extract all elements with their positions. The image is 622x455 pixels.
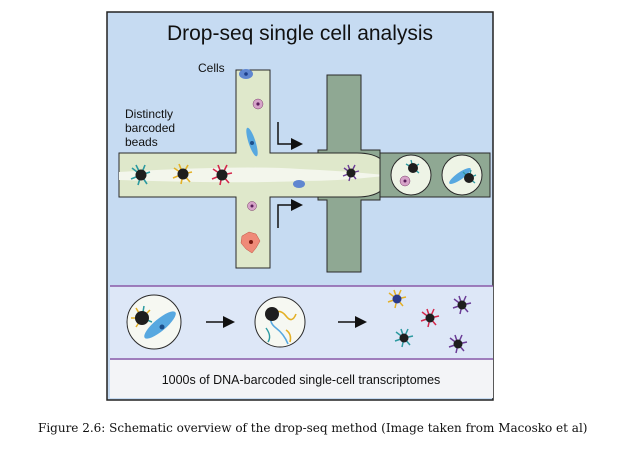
bead-icon xyxy=(420,308,440,328)
cell-icon xyxy=(449,168,471,184)
transcriptome-beads xyxy=(387,289,472,354)
droplet-icon xyxy=(126,294,182,350)
beads-label-line1: Distinctly xyxy=(125,107,173,121)
cell-icon xyxy=(293,180,305,188)
bead-icon xyxy=(394,328,414,348)
figure-title: Drop-seq single cell analysis xyxy=(167,22,433,45)
cells-label: Cells xyxy=(198,61,225,75)
text-strip xyxy=(110,360,493,398)
droplet-icon xyxy=(254,296,306,348)
bead-icon xyxy=(405,159,420,174)
bead-icon xyxy=(452,295,472,315)
bead-icon xyxy=(211,164,233,186)
bead-icon xyxy=(342,164,360,182)
beads-label-line3: beads xyxy=(125,135,158,149)
bent-arrow-icon xyxy=(277,122,303,150)
bead-icon xyxy=(462,169,477,184)
transcriptome-caption: 1000s of DNA-barcoded single-cell transc… xyxy=(162,373,441,387)
cells-in-channel xyxy=(239,69,305,254)
bead-icon xyxy=(130,164,151,186)
figure-caption: Figure 2.6: Schematic overview of the dr… xyxy=(38,421,588,435)
bead-icon xyxy=(172,163,193,185)
beads-label-line2: barcoded xyxy=(125,121,175,135)
bead-icon xyxy=(448,334,468,354)
droplet-icon xyxy=(390,154,432,196)
barcoded-beads xyxy=(130,159,477,187)
outlet-channel xyxy=(379,152,491,198)
bead-icon xyxy=(387,289,407,309)
bent-arrow-icon xyxy=(277,199,303,228)
